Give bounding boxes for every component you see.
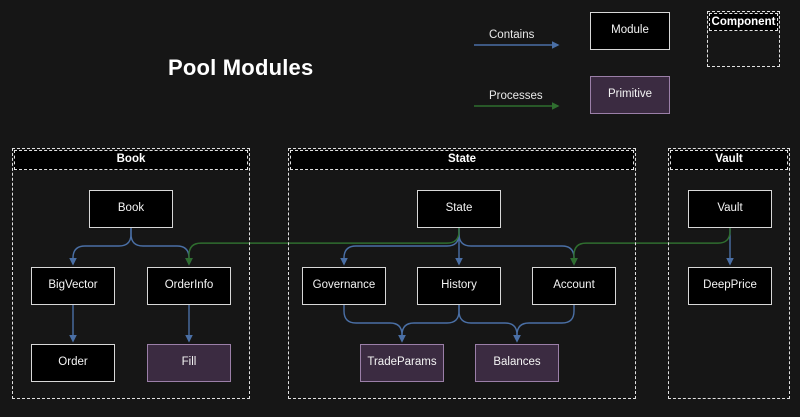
node-vault[interactable]: Vault <box>688 190 772 228</box>
legend-processes-label: Processes <box>489 90 543 102</box>
group-header-vault: Vault <box>670 150 788 170</box>
legend-primitive-box: Primitive <box>590 76 670 114</box>
legend-contains-label: Contains <box>489 29 535 41</box>
node-book[interactable]: Book <box>89 190 173 228</box>
node-balances[interactable]: Balances <box>475 344 559 382</box>
node-fill[interactable]: Fill <box>147 344 231 382</box>
group-header-state: State <box>290 150 634 170</box>
node-state[interactable]: State <box>417 190 501 228</box>
legend-module-box: Module <box>590 12 670 50</box>
node-bigvector[interactable]: BigVector <box>31 267 115 305</box>
node-deepprice[interactable]: DeepPrice <box>688 267 772 305</box>
group-vault <box>668 148 790 399</box>
legend-component-box <box>707 11 780 67</box>
page-title: Pool Modules <box>168 55 314 80</box>
node-orderinfo[interactable]: OrderInfo <box>147 267 231 305</box>
node-order[interactable]: Order <box>31 344 115 382</box>
node-account[interactable]: Account <box>532 267 616 305</box>
group-state <box>288 148 636 399</box>
group-header-book: Book <box>14 150 248 170</box>
legend-component-label: Component <box>709 13 778 31</box>
node-tradeparams[interactable]: TradeParams <box>360 344 444 382</box>
node-governance[interactable]: Governance <box>302 267 386 305</box>
group-book <box>12 148 250 399</box>
node-history[interactable]: History <box>417 267 501 305</box>
